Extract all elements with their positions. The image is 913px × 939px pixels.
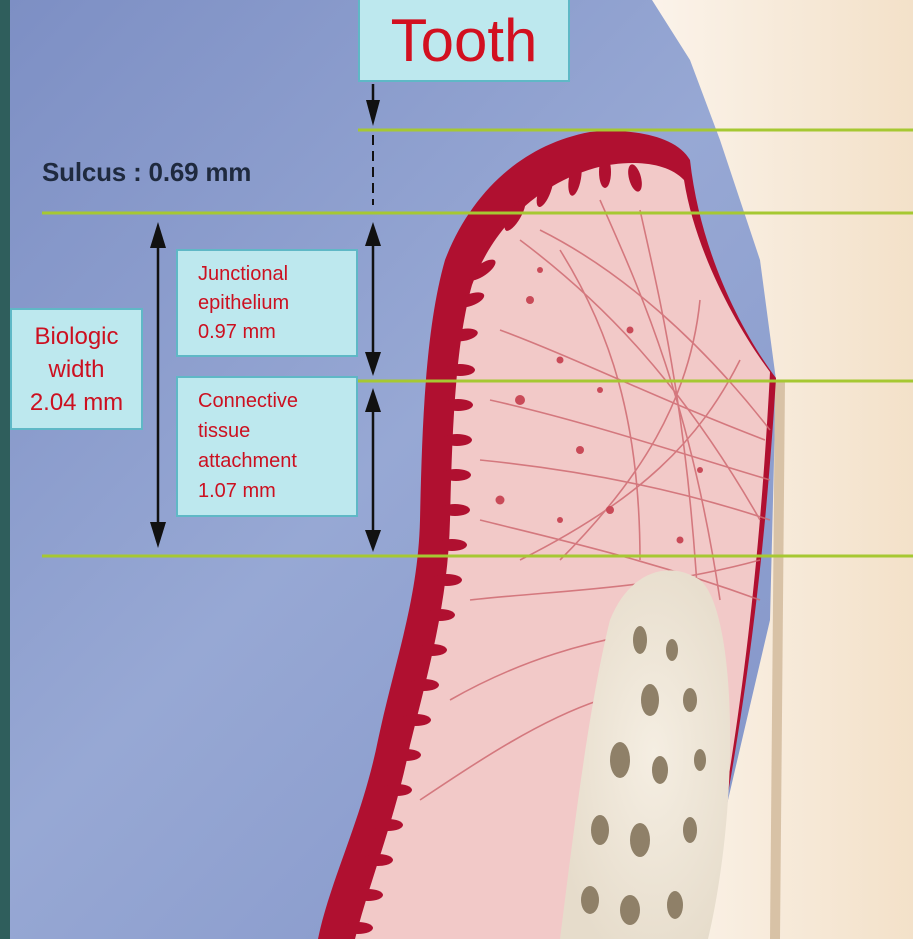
sulcus-label: Sulcus : 0.69 mm (42, 157, 251, 188)
connective-tissue-value: 1.07 mm (198, 477, 276, 506)
junctional-epithelium-value: 0.97 mm (198, 318, 276, 347)
junctional-epithelium-box: Junctional epithelium 0.97 mm (176, 249, 358, 357)
connective-tissue-line-3: attachment (198, 447, 297, 476)
tooth-title-box: Tooth (358, 0, 570, 82)
biologic-width-line-1: Biologic (12, 320, 141, 353)
connective-tissue-line-1: Connective (198, 387, 298, 416)
biologic-width-value: 2.04 mm (12, 386, 141, 419)
junctional-epithelium-line-1: Junctional (198, 260, 288, 289)
biologic-width-box: Biologic width 2.04 mm (10, 308, 143, 430)
tooth-title: Tooth (391, 11, 538, 71)
connective-tissue-box: Connective tissue attachment 1.07 mm (176, 376, 358, 517)
biologic-width-line-2: width (12, 353, 141, 386)
tooth-edge (775, 380, 780, 939)
junctional-epithelium-line-2: epithelium (198, 289, 289, 318)
connective-tissue-line-2: tissue (198, 417, 250, 446)
